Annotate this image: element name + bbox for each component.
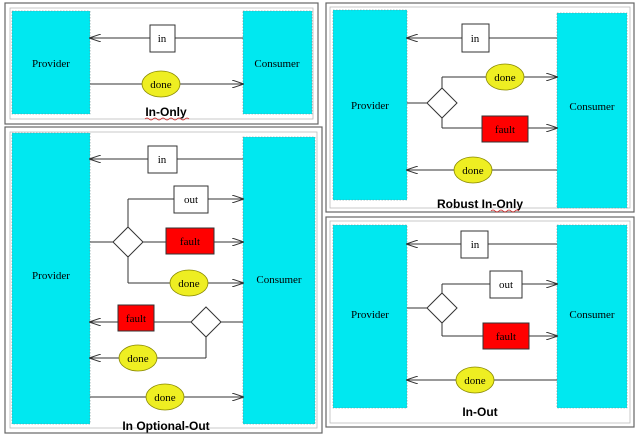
panel-in-only: Provider Consumer in done In-Only	[4, 2, 319, 125]
done-ellipse	[145, 383, 185, 411]
consumer-box	[556, 224, 628, 409]
provider-label: Provider	[351, 309, 389, 321]
panel-robust-in-only: Provider Consumer in done fault done Rob…	[325, 2, 635, 213]
done-ellipse	[453, 156, 493, 184]
provider-label: Provider	[351, 100, 389, 112]
caption-in-optional-out: In Optional-Out	[122, 419, 209, 433]
out-message-box	[489, 270, 523, 299]
decision-diamond	[190, 306, 222, 338]
done-ellipse	[485, 63, 525, 91]
fault-label: fault	[495, 124, 515, 136]
caption-robust-in-only: Robust In-Only	[437, 197, 523, 211]
provider-box	[332, 224, 408, 409]
done-label: done	[178, 278, 200, 290]
provider-box	[332, 9, 408, 201]
consumer-box	[556, 12, 628, 209]
consumer-label: Consumer	[569, 309, 615, 321]
out-message-label: out	[499, 279, 513, 291]
in-message-box	[460, 230, 489, 259]
done-label: done	[462, 165, 484, 177]
in-message-label: in	[471, 33, 480, 45]
in-message-box	[149, 24, 176, 53]
done-ellipse	[455, 366, 495, 394]
panel-in-optional-out: Provider Consumer in out fault done faul…	[4, 126, 323, 434]
done-ellipse	[141, 70, 181, 98]
provider-box	[11, 132, 91, 425]
decision-diamond	[112, 226, 144, 258]
done-label: done	[494, 72, 516, 84]
provider-box	[11, 10, 91, 115]
consumer-label: Consumer	[569, 101, 615, 113]
out-message-box	[173, 185, 209, 214]
done-label: done	[464, 375, 486, 387]
in-message-box	[461, 23, 490, 53]
fault-box	[481, 115, 529, 143]
in-message-label: in	[158, 33, 167, 45]
consumer-box	[242, 10, 313, 115]
decision-diamond	[426, 292, 458, 324]
provider-label: Provider	[32, 270, 70, 282]
in-message-box	[147, 145, 178, 174]
consumer-label: Consumer	[254, 58, 300, 70]
done-label: done	[150, 79, 172, 91]
fault-label: fault	[180, 236, 200, 248]
fault-box	[117, 304, 155, 332]
consumer-label: Consumer	[256, 274, 302, 286]
done-ellipse	[118, 344, 158, 372]
provider-label: Provider	[32, 58, 70, 70]
fault-label: fault	[496, 331, 516, 343]
out-message-label: out	[184, 194, 198, 206]
caption-in-out: In-Out	[462, 405, 497, 419]
caption-in-only: In-Only	[145, 105, 187, 119]
fault-box	[165, 227, 215, 255]
in-message-label: in	[158, 154, 167, 166]
fault-box	[482, 322, 530, 350]
done-ellipse	[169, 269, 209, 297]
done-label: done	[154, 392, 176, 404]
done-label: done	[127, 353, 149, 365]
fault-label: fault	[126, 313, 146, 325]
panel-in-out: Provider Consumer in out fault done In-O…	[325, 216, 635, 428]
in-message-label: in	[471, 239, 480, 251]
decision-diamond	[426, 87, 458, 119]
